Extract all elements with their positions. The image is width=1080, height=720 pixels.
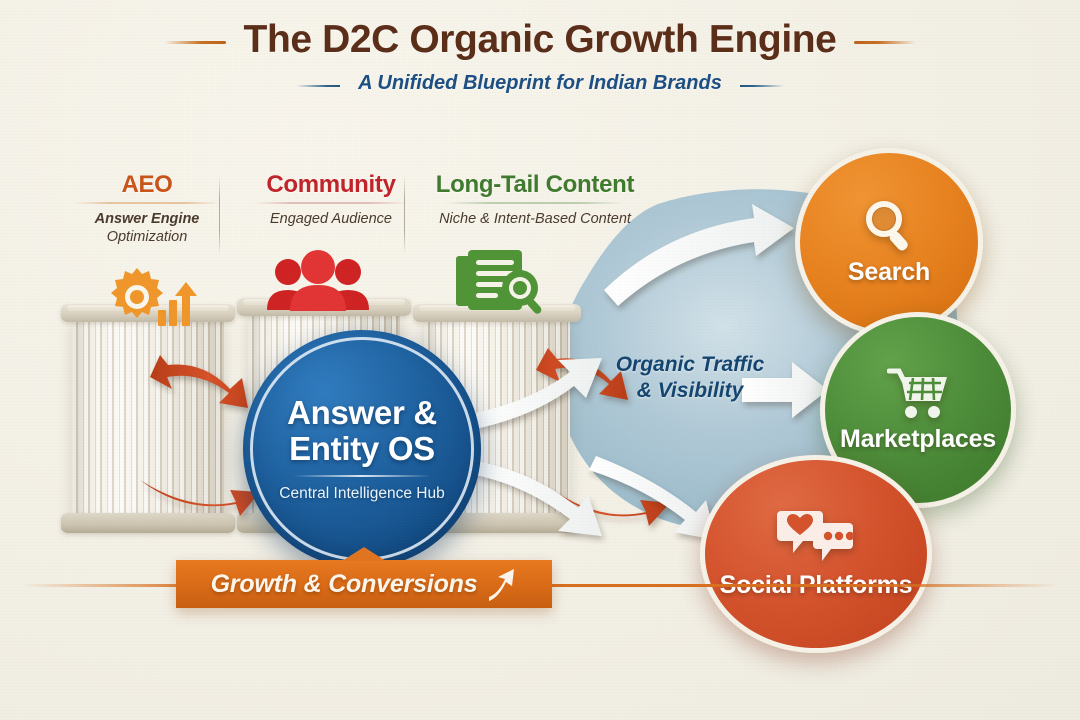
heading-divider-2	[404, 176, 405, 254]
pillar-title: Community	[266, 171, 396, 198]
central-hub-node[interactable]: Answer & Entity OS Central Intelligence …	[243, 330, 481, 568]
pillar-subtitle-line1: Engaged Audience	[269, 211, 392, 228]
header: The D2C Organic Growth Engine A Unifided…	[0, 18, 1080, 95]
gear-growth-icon	[111, 268, 197, 326]
pillar-title: Long-Tail Content	[435, 171, 635, 198]
pillar-heading-aeo: AEO Answer Engine Optimization	[62, 172, 232, 246]
pillar-headings: AEO Answer Engine Optimization Community…	[62, 172, 635, 264]
outcome-label: Search	[847, 257, 931, 286]
people-group-icon	[267, 250, 369, 311]
magnifier-icon	[866, 200, 908, 250]
document-search-icon	[456, 250, 542, 314]
heading-divider-1	[219, 176, 220, 254]
page-subtitle: A Unifided Blueprint for Indian Brands	[296, 72, 722, 94]
shopping-cart-icon	[887, 368, 947, 418]
page-title: The D2C Organic Growth Engine	[163, 18, 837, 61]
pillar-subtitle-line1: Answer Engine	[94, 211, 200, 228]
pillar-column-aeo	[61, 304, 235, 533]
pillar-title: AEO	[121, 171, 173, 198]
pillar-underline	[73, 202, 221, 205]
outcome-node-search[interactable]: Search	[795, 148, 983, 336]
pillar-heading-long-tail: Long-Tail Content Niche & Intent-Based C…	[430, 172, 640, 228]
hub-title: Answer & Entity OS	[287, 393, 437, 467]
pillar-underline	[444, 202, 626, 205]
banner-label: Growth & Conversions	[210, 569, 478, 598]
pillar-subtitle-line2: Optimization	[106, 229, 188, 246]
pillar-underline	[254, 202, 408, 205]
growth-banner[interactable]: Growth & Conversions	[176, 560, 552, 608]
flow-label: Organic Traffic & Visibility	[615, 353, 765, 402]
hub-subtitle: Central Intelligence Hub	[279, 485, 445, 503]
pillar-subtitle-line1: Niche & Intent-Based Content	[439, 211, 631, 228]
hub-divider	[293, 475, 431, 478]
trend-up-arrow-icon	[489, 569, 515, 601]
heart-chat-icon	[777, 510, 855, 561]
pillar-heading-community: Community Engaged Audience	[242, 172, 420, 228]
arrow-to-social	[589, 456, 716, 540]
outcome-node-social[interactable]: Social Platforms	[700, 455, 932, 653]
outcome-label: Marketplaces	[839, 424, 997, 453]
